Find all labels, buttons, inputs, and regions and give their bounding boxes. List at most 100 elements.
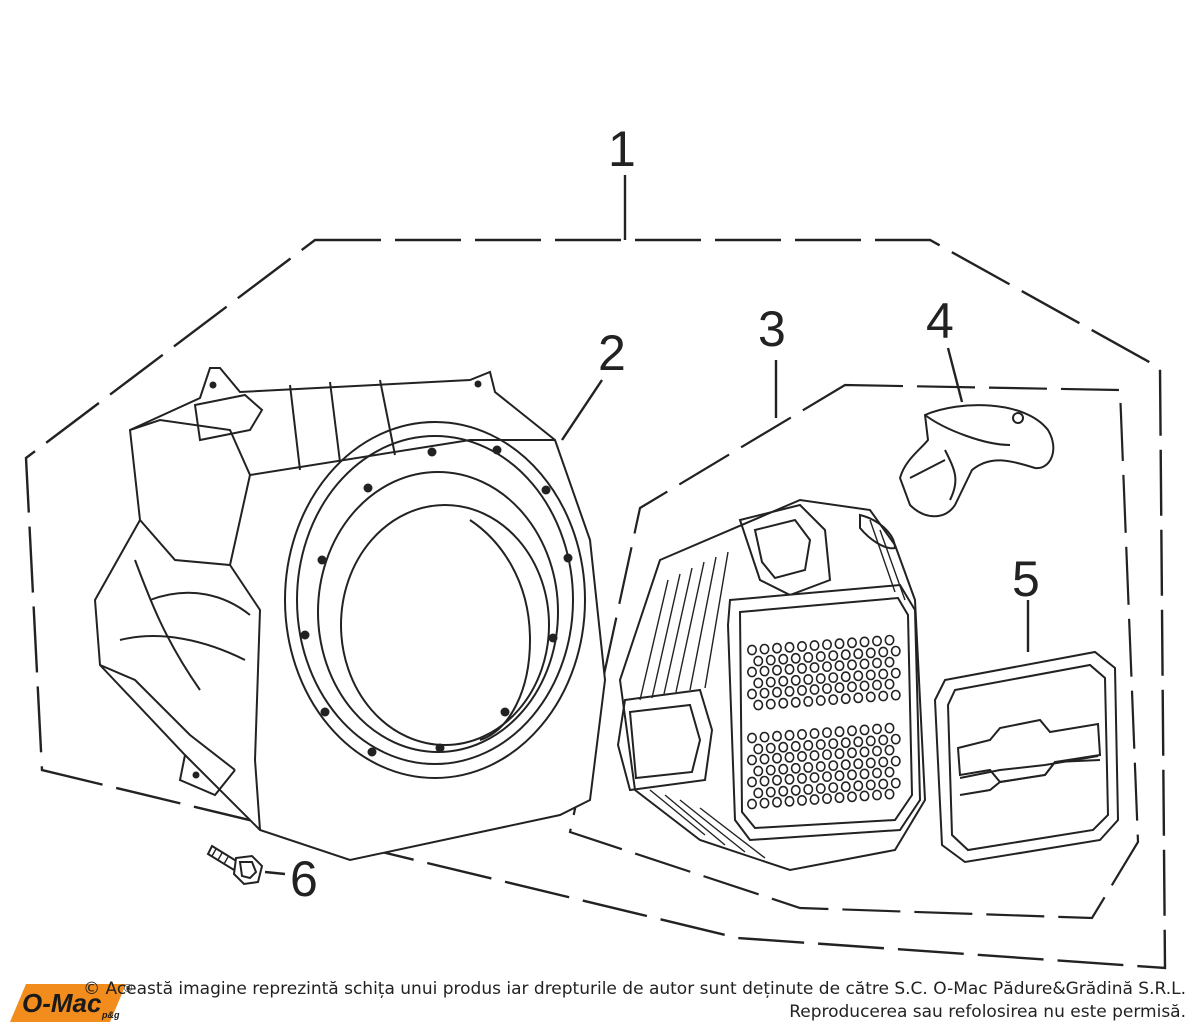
vent-hole <box>878 734 889 746</box>
vent-hole <box>821 661 832 672</box>
vent-hole <box>778 785 789 797</box>
vent-hole <box>771 774 782 786</box>
vent-hole <box>815 673 826 684</box>
assembly-outline-3 <box>568 383 1140 920</box>
vent-hole <box>784 663 795 675</box>
vent-hole <box>765 698 776 710</box>
callout-labels: 1 2 3 4 5 6 <box>290 121 1040 907</box>
vent-hole <box>796 795 807 806</box>
vent-hole <box>790 784 801 796</box>
vent-hole <box>778 653 789 665</box>
vent-hole <box>815 695 826 706</box>
vent-hole <box>784 795 795 807</box>
vent-hole <box>746 666 757 678</box>
vent-hole <box>834 770 845 782</box>
filter-element-part-5 <box>933 650 1120 864</box>
vent-hole <box>840 693 851 705</box>
vent-hole <box>846 681 857 693</box>
vent-hole <box>815 761 826 772</box>
vent-hole <box>853 692 864 704</box>
footer: O-Mac p&g ® © Această imagine reprezintă… <box>0 972 1200 1030</box>
vent-hole <box>796 641 807 652</box>
vent-hole <box>884 634 895 646</box>
vent-hole <box>746 644 757 656</box>
vent-hole <box>871 723 882 735</box>
vent-hole <box>790 696 801 708</box>
vent-hole <box>803 740 814 751</box>
vent-hole <box>796 773 807 784</box>
vent-hole <box>828 650 839 661</box>
vent-hole <box>790 674 801 686</box>
vent-hole <box>846 659 857 671</box>
vent-hole <box>884 656 895 668</box>
vent-hole <box>746 754 757 766</box>
vent-hole <box>834 726 845 738</box>
callout-3: 3 <box>758 301 786 357</box>
vent-hole <box>840 737 851 749</box>
vent-hole <box>759 753 770 765</box>
vent-hole <box>890 645 901 657</box>
registered-mark: ® <box>124 983 132 995</box>
vent-hole <box>778 675 789 687</box>
vent-hole <box>834 660 845 672</box>
vent-hole <box>796 685 807 696</box>
vent-hole <box>796 751 807 762</box>
callout-6: 6 <box>290 851 318 907</box>
vent-hole <box>746 732 757 744</box>
vent-hole <box>753 743 764 755</box>
vent-hole <box>846 747 857 759</box>
vent-hole <box>859 746 870 758</box>
vent-hole <box>859 636 870 648</box>
vent-hole <box>821 793 832 804</box>
vent-hole <box>771 642 782 654</box>
vent-hole <box>809 684 820 695</box>
vent-hole <box>765 742 776 754</box>
vent-hole <box>834 792 845 804</box>
vent-hole <box>803 696 814 707</box>
vent-hole <box>753 787 764 799</box>
vent-hole <box>803 762 814 773</box>
callout-5: 5 <box>1012 551 1040 607</box>
vent-hole <box>765 764 776 776</box>
vent-hole <box>853 758 864 770</box>
vent-hole <box>784 641 795 653</box>
vent-hole <box>871 789 882 801</box>
vent-hole <box>878 690 889 702</box>
callout-4: 4 <box>926 293 954 349</box>
vent-hole <box>784 685 795 697</box>
vent-hole <box>821 771 832 782</box>
vent-hole <box>840 649 851 661</box>
omac-logo: O-Mac p&g ® <box>10 983 132 1022</box>
vent-hole <box>828 782 839 793</box>
vent-hole <box>865 735 876 747</box>
vent-hole <box>846 637 857 649</box>
vent-hole <box>834 638 845 650</box>
vent-hole <box>784 729 795 741</box>
vent-hole <box>846 791 857 803</box>
vent-hole <box>859 680 870 692</box>
assembly-outline-1 <box>24 238 1167 970</box>
vent-hole <box>828 694 839 705</box>
vent-hole <box>771 664 782 676</box>
cap-part-4 <box>898 404 1055 518</box>
vent-hole <box>884 678 895 690</box>
vent-hole <box>778 763 789 775</box>
vent-hole <box>878 756 889 768</box>
vent-hole <box>765 676 776 688</box>
vent-hole <box>784 773 795 785</box>
vent-hole <box>884 788 895 800</box>
vent-hole <box>815 783 826 794</box>
vent-hole <box>828 738 839 749</box>
vent-hole <box>846 769 857 781</box>
leader-lines <box>264 175 1030 876</box>
vent-hole <box>809 772 820 783</box>
vent-hole <box>890 733 901 745</box>
vent-hole <box>809 662 820 673</box>
logo-brand-suffix: p&g <box>101 1010 120 1020</box>
vent-hole <box>771 752 782 764</box>
vent-hole <box>765 654 776 666</box>
callout-2: 2 <box>598 325 626 381</box>
vent-hole <box>853 648 864 660</box>
vent-hole <box>834 748 845 760</box>
